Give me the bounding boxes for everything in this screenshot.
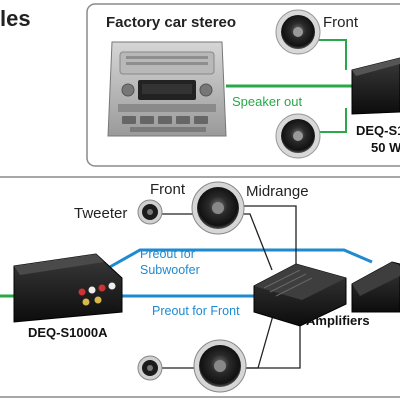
deq-device-label: DEQ-S1000A [28,325,108,340]
front-label: Front [150,181,186,198]
preout-subwoofer-label-line1: Preout for [140,247,195,261]
midrange-label: Midrange [246,183,309,200]
preout-subwoofer-label-line2: Subwoofer [140,263,200,277]
deq-processor-image [13,253,123,323]
tweeter-image [137,199,163,225]
factory-stereo-image [107,41,227,137]
amplifier-1-image [253,263,347,327]
lower-tweeter-image [137,355,163,381]
lower-midrange-speaker-image [193,339,247,393]
top-front-label: Front [323,14,359,31]
top-power-label: 50 W [371,140,400,155]
amplifiers-label: Amplifiers [306,313,370,328]
midrange-speaker-image [191,181,245,235]
tweeter-label: Tweeter [74,205,128,222]
tweeter-wire [162,213,273,271]
midrange-wire [238,205,297,270]
preout-front-label: Preout for Front [152,304,240,318]
page-heading: les [0,6,31,31]
speaker-out-label: Speaker out [232,94,303,109]
preout-subwoofer-wire [107,248,373,270]
top-rear-speaker-image [275,113,321,159]
amplifier-2-image [351,261,400,313]
top-deq-unit-image [351,57,400,115]
top-front-speaker-image [275,9,321,55]
factory-stereo-label: Factory car stereo [106,14,237,31]
top-device-label: DEQ-S1 [356,123,400,138]
lower-midrange-wire [238,314,301,369]
